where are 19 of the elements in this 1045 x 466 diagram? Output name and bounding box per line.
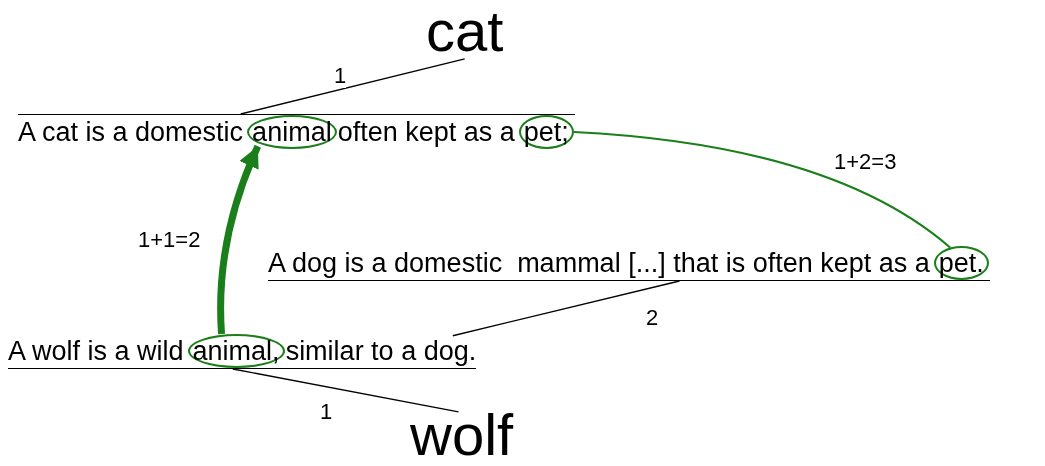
underlined-sentence: [8, 334, 477, 369]
circled-word: animal: [247, 115, 337, 149]
sentence-text: A dog is a domestic mammal [...] that is often kept as a: [268, 248, 930, 278]
underlined-sentence: [268, 246, 990, 281]
connector-line: [452, 280, 681, 337]
connector-line: [572, 131, 952, 249]
underlined-sentence: [18, 114, 575, 149]
connector-line: [217, 144, 262, 335]
sentence-text: often kept as a: [337, 117, 515, 147]
circled-word: animal,: [187, 334, 285, 368]
sentence-text: A cat is a domestic: [18, 117, 244, 147]
sentence-text: similar to a dog.: [285, 336, 477, 366]
connector-line: [232, 368, 460, 413]
word-text: cat: [426, 2, 504, 60]
circled-word: pet.: [933, 246, 989, 280]
connector-line: [240, 58, 466, 115]
word-text: wolf: [410, 406, 514, 464]
circled-word: pet;: [518, 115, 574, 149]
sentence-text: A wolf is a wild: [8, 336, 184, 366]
